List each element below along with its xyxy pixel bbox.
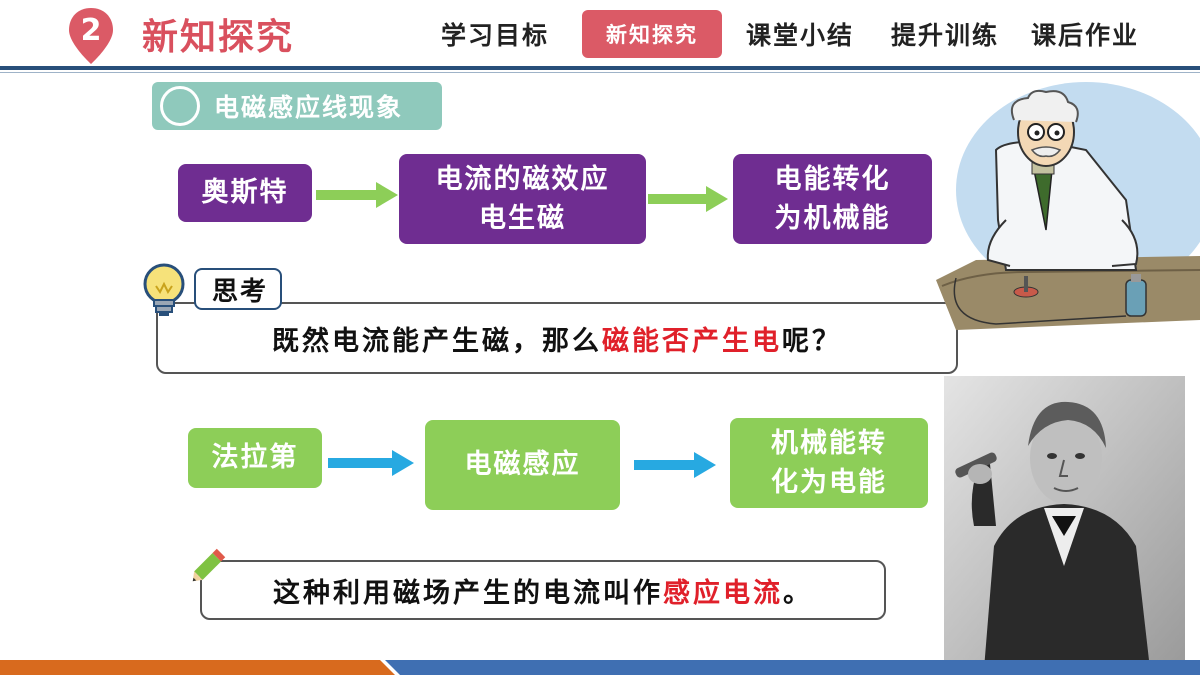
section-number: 2 [81, 13, 102, 48]
footer-stripe [0, 660, 1200, 675]
flow2-person-box: 法拉第 [188, 428, 322, 488]
flow2-discovery-box: 电磁感应 [425, 420, 620, 510]
flow1-discovery-line1: 电流的磁效应 [435, 163, 610, 195]
conclusion-highlight: 感应电流 [663, 577, 783, 609]
nav-practice[interactable]: 提升训练 [890, 21, 999, 50]
think-question-text: 既然电流能产生磁，那么 [272, 325, 602, 357]
flow2-energy-line1: 机械能转 [771, 427, 887, 459]
header-divider [0, 66, 1200, 70]
arrow-right-icon [648, 186, 728, 212]
think-tab: 思考 [194, 268, 282, 310]
topic-label: 电磁感应线现象 [152, 82, 442, 130]
conclusion-text: 这种利用磁场产生的电流叫作 [273, 577, 663, 609]
flow1-person-box: 奥斯特 [178, 164, 312, 222]
portrait-illustration [944, 376, 1185, 669]
conclusion-box: 这种利用磁场产生的电流叫作感应电流。 [200, 560, 886, 620]
flow2-energy-line2: 化为电能 [771, 467, 887, 498]
flow2-energy-box: 机械能转 化为电能 [730, 418, 928, 508]
flow1-discovery-line2: 电生磁 [479, 203, 566, 234]
scientist-illustration [936, 82, 1200, 330]
topic-circle-icon [160, 86, 200, 126]
header-divider-thin [0, 72, 1200, 73]
nav-new-knowledge[interactable]: 新知探究 [582, 10, 722, 58]
nav-homework[interactable]: 课后作业 [1030, 21, 1139, 50]
flow1-energy-line2: 为机械能 [774, 203, 891, 234]
conclusion-end: 。 [783, 577, 813, 609]
flow1-discovery-box: 电流的磁效应 电生磁 [399, 154, 646, 244]
arrow-right-icon [634, 452, 716, 478]
think-question-highlight: 磁能否产生电 [602, 325, 782, 357]
flow1-energy-line1: 电能转化 [774, 163, 891, 195]
nav-learning-goals[interactable]: 学习目标 [440, 21, 549, 50]
faraday-portrait [944, 376, 1185, 669]
arrow-right-icon [328, 450, 414, 476]
arrow-right-icon [316, 182, 398, 208]
think-question-end: 呢？ [782, 325, 842, 357]
lightbulb-icon [143, 263, 185, 316]
pencil-icon [192, 548, 226, 582]
think-question-box: 既然电流能产生磁，那么磁能否产生电呢？ [156, 302, 958, 374]
section-title: 新知探究 [142, 16, 295, 58]
section-number-badge: 2 [69, 8, 113, 64]
nav-class-summary[interactable]: 课堂小结 [745, 21, 854, 50]
flow1-energy-box: 电能转化 为机械能 [733, 154, 932, 244]
top-nav: 学习目标 新知探究 课堂小结 提升训练 课后作业 [420, 10, 1150, 58]
topic-text: 电磁感应线现象 [214, 93, 404, 122]
